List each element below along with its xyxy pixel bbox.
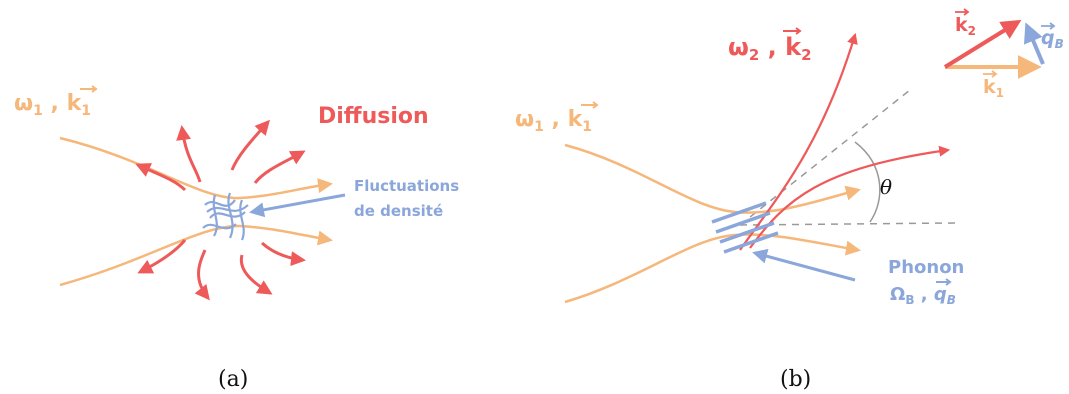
- dashed-line-diagonal: [739, 89, 911, 226]
- scatter-arrow: [239, 254, 273, 295]
- scatter-arrow: [135, 163, 187, 192]
- scatter-arrow: [253, 150, 306, 184]
- beam-upper-b: [564, 143, 861, 214]
- k1-vector-accent-a: [80, 85, 98, 93]
- vector-k1-accent: [983, 70, 998, 78]
- scattered-beam-right: [749, 145, 951, 249]
- scatter-arrow: [260, 241, 306, 267]
- densite-label: de densité: [354, 202, 443, 220]
- phonon-wavefronts: [711, 201, 779, 254]
- phonon-arrow: [752, 248, 856, 282]
- k2-vector-accent: [783, 27, 802, 35]
- qB-vector-accent: [936, 278, 952, 286]
- phonon-label: Phonon: [888, 257, 964, 278]
- dashed-line-horizontal: [739, 222, 956, 226]
- fluctuations-label: Fluctuations: [354, 177, 459, 195]
- scatter-arrows: [135, 119, 306, 301]
- qB-vector-arrow: [1023, 22, 1045, 65]
- input-wave-label-b: ω1 , k1: [515, 107, 592, 135]
- vector-k1-label: k1: [983, 76, 1004, 100]
- k2-vector-arrow: [943, 19, 1022, 69]
- scatter-arrow: [137, 239, 187, 274]
- diffusion-label: Diffusion: [318, 104, 429, 129]
- scatter-arrow: [230, 119, 270, 171]
- fluctuation-pointer-arrow: [249, 193, 346, 218]
- scattered-wave-label: ω2 , k2: [728, 33, 812, 64]
- caption-a: (a): [218, 367, 248, 392]
- wavevector-triangle: k2 qB k1: [943, 8, 1064, 100]
- caption-b: (b): [780, 367, 811, 392]
- scatter-arrow: [176, 125, 202, 183]
- scatter-arrow: [194, 249, 210, 301]
- theta-label: θ: [880, 175, 892, 199]
- input-wave-label-a: ω1 , k1: [14, 91, 91, 119]
- beam-lower-a: [59, 224, 333, 287]
- k1-vector-accent-b: [581, 101, 599, 109]
- vector-k2-label: k2: [955, 14, 976, 38]
- vector-qB-label: qB: [1041, 27, 1064, 51]
- beam-upper-a: [59, 136, 333, 200]
- panel-b: θ ω1 , k1 ω2 , k2 Phonon ΩB , qB: [515, 8, 1064, 392]
- phonon-params-label: ΩB , qB: [890, 284, 956, 307]
- theta-arc: [854, 141, 881, 223]
- vector-qB-accent: [1041, 22, 1056, 30]
- panel-a: ω1 , k1 Diffusion Fluctuations de densit…: [14, 85, 459, 392]
- density-fluctuation-squiggles: [202, 192, 249, 241]
- vector-k2-accent: [955, 8, 970, 16]
